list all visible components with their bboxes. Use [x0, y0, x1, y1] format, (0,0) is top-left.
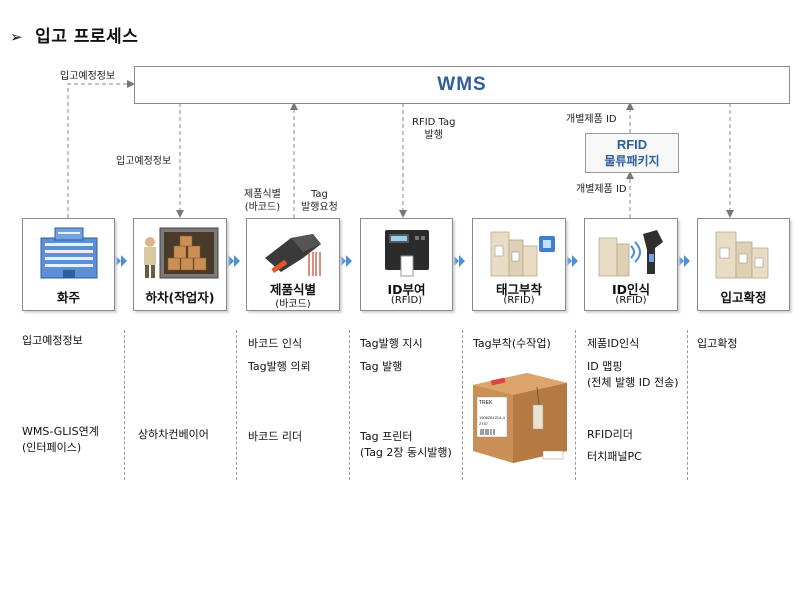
label-rfid-tag-issue: RFID Tag 발행 — [412, 116, 455, 142]
flow-arrow-1 — [115, 255, 127, 267]
step-subtitle-id-recognize: (RFID) — [615, 295, 647, 306]
step-title-receipt-confirm: 입고확정 — [720, 290, 767, 305]
col-recognize-text-2: ID 맵핑 — [587, 360, 623, 373]
col-confirm-text-1: 입고확정 — [697, 337, 738, 350]
step-title-unloading: 하차(작업자) — [145, 290, 215, 305]
arrow-shipper-to-wms — [67, 80, 135, 218]
col-recognize-text-4: RFID리더 — [587, 428, 633, 441]
label-tag-request-line1: Tag — [310, 189, 328, 200]
flow-arrow-5 — [566, 255, 578, 267]
step-box-id-recognize: ID인식 (RFID) — [584, 218, 678, 311]
col-id-assign-text-1: Tag발행 지시 — [360, 337, 423, 350]
box-label-number: 2747 — [479, 421, 489, 426]
chevron-right-icon: ➢ — [10, 28, 24, 46]
rfid-reader-icon — [598, 230, 663, 277]
column-separator — [687, 330, 688, 480]
col-identify-text-3: 바코드 리더 — [248, 430, 303, 443]
step-box-shipper: 화주 — [22, 218, 115, 311]
step-title-shipper: 화주 — [56, 290, 80, 305]
page-title-text: 입고 프로세스 — [35, 27, 139, 47]
col-identify-text-2: Tag발행 의뢰 — [248, 360, 311, 373]
flow-arrow-3 — [340, 255, 352, 267]
col-tag-attach-text-1: Tag부착(수작업) — [473, 337, 551, 350]
step-subtitle-tag-attach: (RFID) — [503, 295, 535, 306]
col-unloading-text-1: 상하차컨베이어 — [138, 428, 209, 441]
label-item-id-top: 개별제품 ID — [566, 114, 617, 125]
rfid-logistics-package-box: RFID 물류패키지 — [585, 133, 679, 173]
flow-arrow-6 — [678, 255, 690, 267]
step-subtitle-product-identify: (바코드) — [275, 299, 311, 310]
boxes-icon — [715, 231, 768, 279]
page-title: ➢ 입고 프로세스 — [10, 22, 138, 47]
flow-arrow-2 — [228, 255, 240, 267]
col-recognize-text-3: (전체 발행 ID 전송) — [587, 376, 679, 389]
label-product-identify-line1: 제품식별 — [244, 189, 281, 200]
col-shipper-text-1: 입고예정정보 — [22, 334, 83, 347]
column-separator — [349, 330, 350, 480]
rfid-package-line2: 물류패키지 — [604, 154, 660, 168]
label-product-identify: 제품식별 (바코드) — [244, 188, 281, 214]
label-tag-request-line2: 발행요청 — [301, 202, 338, 213]
label-rfid-tag-issue-line2: 발행 — [424, 130, 443, 141]
barcode-scanner-icon — [265, 234, 321, 276]
label-item-id-bottom: 개별제품 ID — [576, 184, 627, 195]
step-box-receipt-confirm: 입고확정 — [697, 218, 790, 311]
col-identify-text-1: 바코드 인식 — [248, 337, 303, 350]
rfid-package-line1: RFID — [616, 137, 648, 152]
step-title-id-assign: ID부여 — [387, 282, 426, 297]
step-title-product-identify: 제품식별 — [269, 282, 316, 297]
step-box-tag-attach: 태그부착 (RFID) — [472, 218, 566, 311]
column-separator — [575, 330, 576, 480]
tagged-box-photo: TREK 1906281214-4 2747 — [473, 373, 567, 463]
col-id-assign-text-4: (Tag 2장 동시발행) — [360, 446, 452, 459]
building-icon — [40, 227, 97, 279]
flow-arrows — [115, 255, 690, 267]
printer-icon — [384, 230, 429, 277]
flow-arrow-4 — [453, 255, 465, 267]
label-plan-info-top: 입고예정정보 — [60, 71, 116, 82]
step-title-id-recognize: ID인식 — [611, 282, 651, 297]
col-shipper-text-2: WMS-GLIS연계 — [22, 425, 99, 438]
truck-worker-icon — [144, 227, 219, 279]
step-box-unloading: 하차(작업자) — [133, 218, 227, 311]
col-shipper-text-3: (인터페이스) — [22, 441, 82, 454]
column-separator — [124, 330, 125, 480]
col-recognize-text-1: 제품ID인식 — [587, 337, 640, 350]
col-id-assign-text-2: Tag 발행 — [360, 360, 403, 373]
tagged-boxes-icon — [490, 231, 555, 277]
label-plan-info-mid: 입고예정정보 — [116, 156, 172, 167]
wms-system-box: WMS — [134, 66, 790, 104]
label-product-identify-line2: (바코드) — [244, 202, 281, 213]
step-subtitle-id-assign: (RFID) — [390, 295, 423, 306]
step-box-product-identify: 제품식별 (바코드) — [246, 218, 340, 311]
column-separator — [236, 330, 237, 480]
box-label-code: 1906281214-4 — [479, 415, 506, 420]
step-box-id-assign: ID부여 (RFID) — [360, 218, 453, 311]
column-separator — [462, 330, 463, 480]
step-title-tag-attach: 태그부착 — [495, 282, 542, 297]
box-label-brand: TREK — [479, 400, 493, 406]
col-recognize-text-5: 터치패널PC — [587, 450, 642, 463]
label-tag-request: Tag 발행요청 — [301, 188, 338, 214]
label-rfid-tag-issue-line1: RFID Tag — [412, 117, 456, 128]
col-id-assign-text-3: Tag 프린터 — [360, 430, 413, 443]
